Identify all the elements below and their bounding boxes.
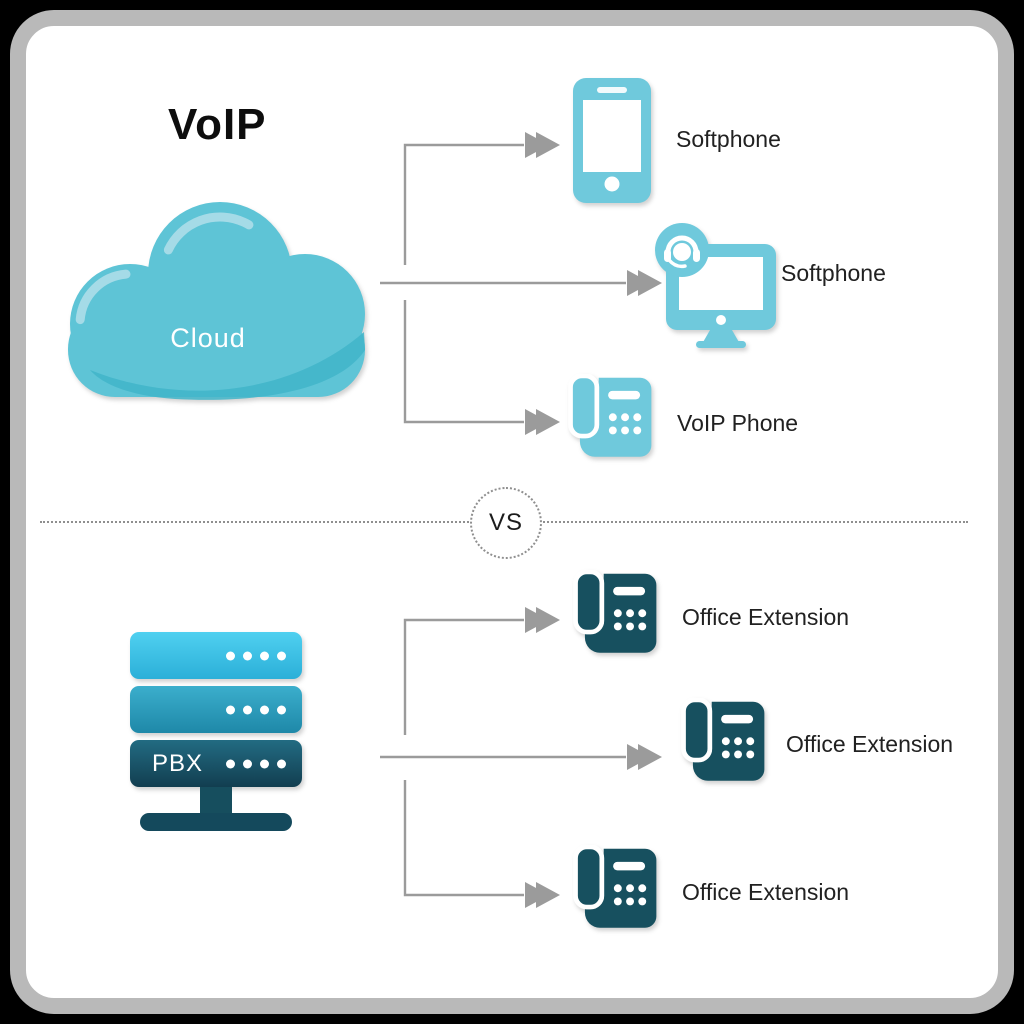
server-stand-neck [200,787,232,814]
smartphone-icon [573,78,651,203]
headset-icon [664,235,700,269]
desktop-softphone-headset-icon [655,223,776,348]
office-desk-phone-icon [676,698,770,792]
pbx-label: PBX [152,749,204,777]
server-slab: PBX [130,740,302,787]
office-desk-phone-icon [568,845,662,939]
endpoint-label: Office Extension [786,731,954,757]
server-stand-base [140,813,292,831]
office-desk-phone-icon [568,570,662,664]
voip-title: VoIP [168,100,267,149]
cloud-icon: Cloud [68,202,365,400]
cloud-label: Cloud [170,323,246,353]
endpoint-label: Office Extension [682,879,850,905]
voip-desk-phone-icon [563,374,657,468]
endpoint-label: Softphone [676,126,781,152]
server-slab [130,686,302,733]
endpoint-label: Softphone [781,260,886,286]
server-slab [130,632,302,679]
endpoint-label: VoIP Phone [677,410,799,436]
pbx-server-icon: PBX [130,632,302,794]
vs-label: VS [488,509,523,536]
endpoint-label: Office Extension [682,604,850,630]
vs-badge: VS [470,487,542,559]
